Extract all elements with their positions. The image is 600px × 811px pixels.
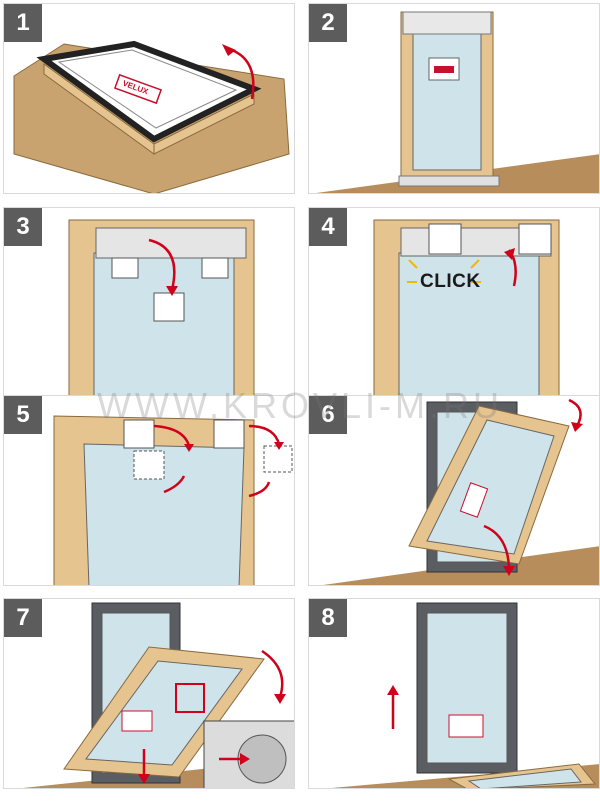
step-number: 2 (309, 4, 347, 42)
step-3-illustration (68, 219, 255, 397)
step-panel-8: 8 (308, 598, 600, 789)
step-number: 8 (309, 599, 347, 637)
click-callout: CLICK (420, 271, 481, 292)
step-panel-1: 1 VELUX (3, 3, 295, 194)
step-8-illustration (331, 602, 599, 788)
step-number: 4 (309, 208, 347, 246)
step-6-illustration (323, 398, 599, 585)
step-panel-2: 2 (308, 3, 600, 194)
step-1-illustration (13, 40, 290, 193)
step-panel-4: 4 CLICK (308, 207, 600, 398)
step-number: 3 (4, 208, 42, 246)
step-4-illustration (373, 219, 560, 397)
step-number: 7 (4, 599, 42, 637)
step-2-illustration (316, 11, 599, 193)
step-number: 5 (4, 396, 42, 434)
step-panel-3: 3 (3, 207, 295, 398)
step-number: 6 (309, 396, 347, 434)
step-7-illustration (22, 602, 294, 788)
step-5-illustration (53, 415, 293, 585)
step-panel-7: 7 (3, 598, 295, 789)
step-panel-6: 6 (308, 395, 600, 586)
step-panel-5: 5 (3, 395, 295, 586)
step-number: 1 (4, 4, 42, 42)
